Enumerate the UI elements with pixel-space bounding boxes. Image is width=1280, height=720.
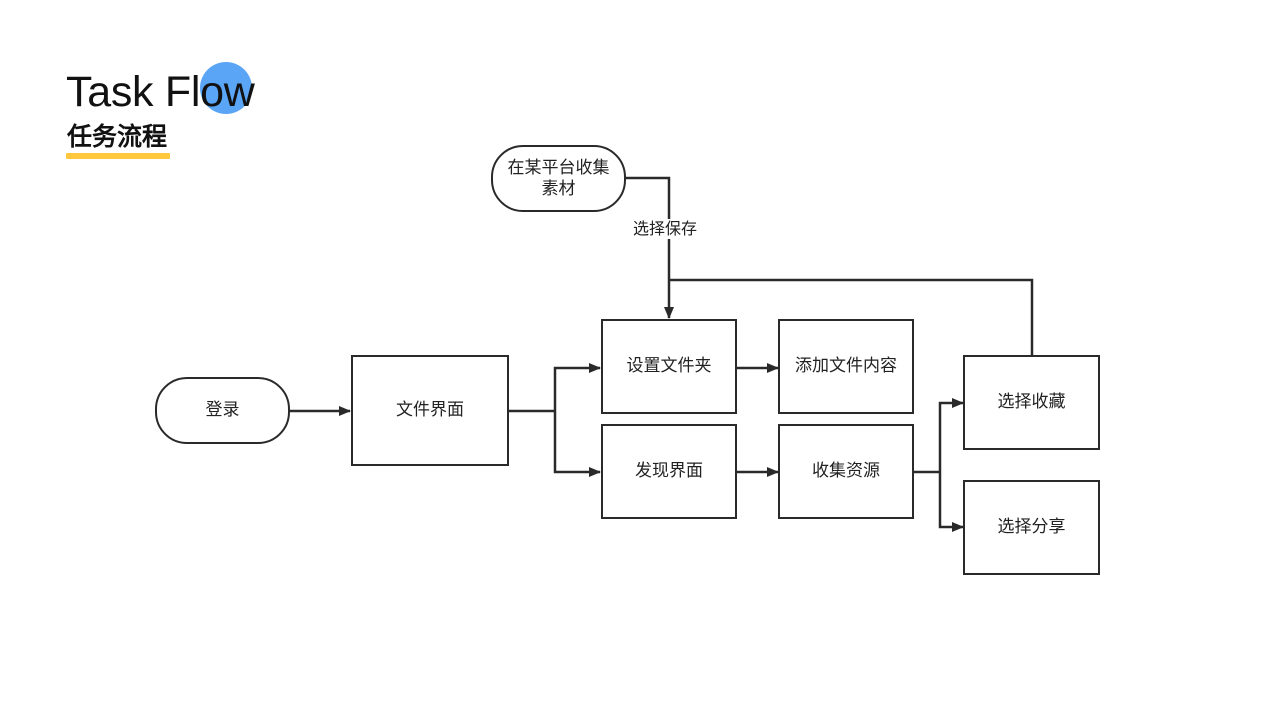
node-add-content: 添加文件内容 [778,319,914,414]
node-login: 登录 [155,377,290,444]
edge-collect-to-folder [625,176,674,319]
node-file-view: 文件界面 [351,355,509,466]
node-set-folder-label: 设置文件夹 [626,356,712,376]
edge-file-to-discover [553,411,601,477]
edge-label-save: 选择保存 [633,219,698,239]
edge-collect-to-share [938,472,964,532]
title-accent-dot [200,62,252,114]
edge-favorite-to-folder [669,278,1034,356]
node-collect-resources-label: 收集资源 [812,461,880,481]
node-add-content-label: 添加文件内容 [795,356,897,376]
node-collect-resources: 收集资源 [778,424,914,519]
page-title: Task Flow [66,68,255,116]
node-file-view-label: 文件界面 [396,400,464,420]
node-discover-label: 发现界面 [635,461,703,481]
node-collect-materials: 在某平台收集 素材 [491,145,626,212]
page-subtitle: 任务流程 [67,122,168,151]
node-discover: 发现界面 [601,424,737,519]
node-choose-share-label: 选择分享 [997,517,1066,537]
node-set-folder: 设置文件夹 [601,319,737,414]
title-underline [66,153,170,159]
node-collect-materials-line1: 在某平台收集 [507,157,610,178]
node-collect-materials-line2: 素材 [541,178,576,199]
node-choose-favorite: 选择收藏 [963,355,1100,450]
node-choose-share: 选择分享 [963,480,1100,575]
node-login-label: 登录 [205,400,240,420]
edge-file-to-folder [553,363,601,411]
node-choose-favorite-label: 选择收藏 [997,392,1066,412]
edge-collect-to-favorite [938,398,964,472]
page-header: Task Flow 任务流程 [66,62,286,172]
